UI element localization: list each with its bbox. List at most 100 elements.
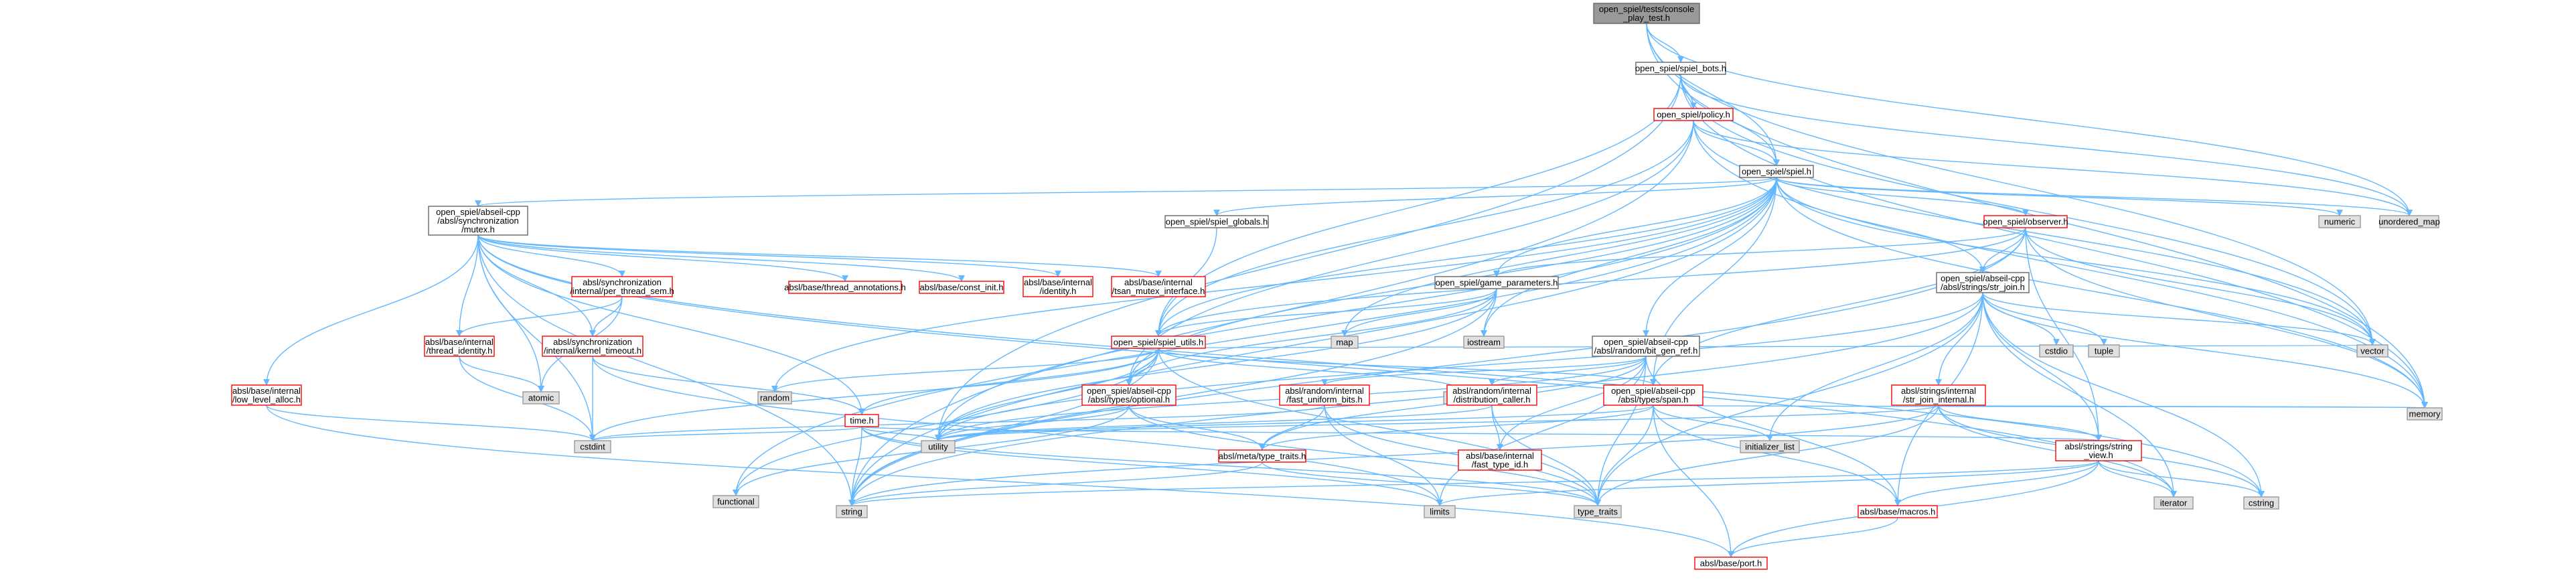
node-macros[interactable]: absl/base/macros.h	[1858, 505, 1938, 518]
node-box	[1983, 215, 2068, 228]
node-spiel-globals[interactable]: open_spiel/spiel_globals.h	[1164, 215, 1269, 228]
node-tsan-mutex[interactable]: absl/base/internal/tsan_mutex_interface.…	[1111, 276, 1206, 297]
node-label: random	[760, 393, 789, 403]
edge-mutex-to-thread_annotations	[477, 234, 848, 282]
node-fast-type-id[interactable]: absl/base/internal/fast_type_id.h	[1458, 449, 1542, 471]
node-game-parameters[interactable]: open_spiel/game_parameters.h	[1434, 276, 1559, 289]
node-spiel-utils[interactable]: open_spiel/spiel_utils.h	[1111, 336, 1206, 349]
node-box	[1218, 449, 1306, 463]
node-iostream[interactable]: iostream	[1463, 336, 1505, 349]
node-numeric[interactable]: numeric	[2318, 215, 2361, 228]
edge-spiel-to-random	[771, 177, 1777, 392]
node-box	[1424, 505, 1456, 518]
node-policy[interactable]: open_spiel/policy.h	[1653, 108, 1734, 121]
node-label: memory	[2409, 409, 2441, 419]
node-box	[1164, 215, 1269, 228]
node-box	[2039, 344, 2074, 358]
node-initializer-list[interactable]: initializer_list	[1740, 440, 1800, 453]
node-cstring[interactable]: cstring	[2243, 496, 2279, 510]
node-label: open_spiel/observer.h	[1983, 217, 2068, 227]
node-box	[2153, 496, 2194, 510]
edge-bit_gen_ref-to-macros	[1645, 356, 1901, 506]
node-utility[interactable]: utility	[921, 440, 956, 453]
edge-spiel-to-spiel_globals	[1213, 177, 1777, 216]
node-limits[interactable]: limits	[1424, 505, 1456, 518]
node-const-init[interactable]: absl/base/const_init.h	[919, 281, 1004, 294]
node-label: absl/synchronization	[583, 277, 662, 287]
node-mutex[interactable]: open_spiel/abseil-cpp/absl/synchronizati…	[428, 206, 528, 236]
edge-policy-to-memory	[1693, 120, 2428, 409]
node-per-thread-sem[interactable]: absl/synchronization/internal/per_thread…	[570, 276, 674, 297]
node-vector[interactable]: vector	[2356, 344, 2389, 358]
edge-span-to-macros	[1653, 405, 1901, 506]
node-box	[2318, 215, 2361, 228]
node-thread-annotations[interactable]: absl/base/thread_annotations.h	[784, 281, 906, 294]
node-cstdint[interactable]: cstdint	[574, 440, 611, 453]
edge-observer-to-str_join	[1979, 227, 2026, 273]
node-functional[interactable]: functional	[712, 495, 759, 508]
node-label: /absl/types/optional.h	[1088, 394, 1170, 405]
node-type-traits[interactable]: type_traits	[1574, 505, 1622, 518]
node-low-level-alloc[interactable]: absl/base/internal/low_level_alloc.h	[231, 384, 302, 406]
node-string-view[interactable]: absl/strings/string_view.h	[2055, 440, 2142, 461]
node-string[interactable]: string	[836, 505, 868, 518]
node-thread-identity[interactable]: absl/base/internal/thread_identity.h	[424, 336, 495, 357]
edge-spiel_bots-to-policy	[1680, 74, 1697, 109]
edge-str_join-to-memory	[1982, 292, 2428, 409]
node-identity[interactable]: absl/base/internal/identity.h	[1022, 276, 1093, 297]
node-box	[788, 281, 902, 294]
edge-optional-to-utility	[935, 405, 1130, 441]
node-fast-uniform-bits[interactable]: absl/random/internal/fast_uniform_bits.h	[1279, 384, 1370, 406]
node-label: absl/base/internal	[425, 337, 494, 347]
node-box	[428, 206, 528, 236]
node-tuple[interactable]: tuple	[2088, 344, 2120, 358]
node-label: /absl/types/span.h	[1618, 394, 1689, 405]
node-map[interactable]: map	[1331, 336, 1359, 349]
edge-str_join-to-iterator	[1982, 292, 2177, 498]
node-distribution-caller[interactable]: absl/random/internal/distribution_caller…	[1446, 384, 1537, 406]
node-memory[interactable]: memory	[2407, 407, 2443, 421]
node-box	[1592, 336, 1700, 357]
node-label: /mutex.h	[461, 224, 495, 234]
node-box	[571, 276, 673, 297]
node-label: absl/random/internal	[1452, 386, 1531, 396]
node-random[interactable]: random	[757, 391, 792, 405]
edge-bit_gen_ref-to-limits	[1436, 356, 1647, 506]
node-box	[1331, 336, 1359, 349]
node-time[interactable]: time.h	[844, 414, 879, 427]
node-box	[2243, 496, 2279, 510]
node-cstdio[interactable]: cstdio	[2039, 344, 2074, 358]
edge-spiel-to-game_parameters	[1493, 177, 1777, 277]
node-box	[522, 391, 560, 405]
node-str-join-internal[interactable]: absl/strings/internal/str_join_internal.…	[1891, 384, 1986, 406]
node-observer[interactable]: open_spiel/observer.h	[1983, 215, 2068, 228]
edge-mutex-to-time	[477, 234, 865, 415]
node-port[interactable]: absl/base/port.h	[1694, 557, 1768, 570]
node-iterator[interactable]: iterator	[2153, 496, 2194, 510]
node-root[interactable]: open_spiel/tests/console_play_test.h	[1593, 3, 1700, 24]
node-box	[1081, 384, 1177, 406]
edge-policy-to-unordered_map	[1693, 120, 2413, 216]
node-bit-gen-ref[interactable]: open_spiel/abseil-cpp/absl/random/bit_ge…	[1592, 336, 1700, 357]
edge-span-to-initializer_list	[1653, 405, 1773, 441]
edge-span-to-type_traits_h	[1259, 405, 1654, 451]
node-label: utility	[928, 442, 948, 452]
node-span[interactable]: open_spiel/abseil-cpp/absl/types/span.h	[1603, 384, 1703, 406]
node-unordered-map[interactable]: unordered_map	[2378, 215, 2440, 228]
edge-fast_uniform_bits-to-cstdint	[589, 405, 1325, 441]
node-spiel[interactable]: open_spiel/spiel.h	[1739, 165, 1814, 178]
edge-spiel_utils-to-random	[771, 348, 1159, 392]
node-optional[interactable]: open_spiel/abseil-cpp/absl/types/optiona…	[1081, 384, 1177, 406]
node-atomic[interactable]: atomic	[522, 391, 560, 405]
node-label: type_traits	[1578, 507, 1618, 517]
node-kernel-timeout[interactable]: absl/synchronization/internal/kernel_tim…	[542, 336, 643, 357]
node-type-traits-h[interactable]: absl/meta/type_traits.h	[1218, 449, 1306, 463]
node-label: /internal/kernel_timeout.h	[544, 346, 641, 356]
node-label: absl/meta/type_traits.h	[1219, 451, 1306, 461]
edge-root-to-unordered_map	[1646, 23, 2413, 216]
node-label: /thread_identity.h	[427, 346, 493, 356]
node-spiel-bots[interactable]: open_spiel/spiel_bots.h	[1635, 62, 1726, 75]
edge-distribution_caller-to-type_traits	[1491, 405, 1601, 506]
node-str-join[interactable]: open_spiel/abseil-cpp/absl/strings/str_j…	[1936, 272, 2030, 293]
edge-string_view-to-cstring	[2098, 460, 2265, 498]
